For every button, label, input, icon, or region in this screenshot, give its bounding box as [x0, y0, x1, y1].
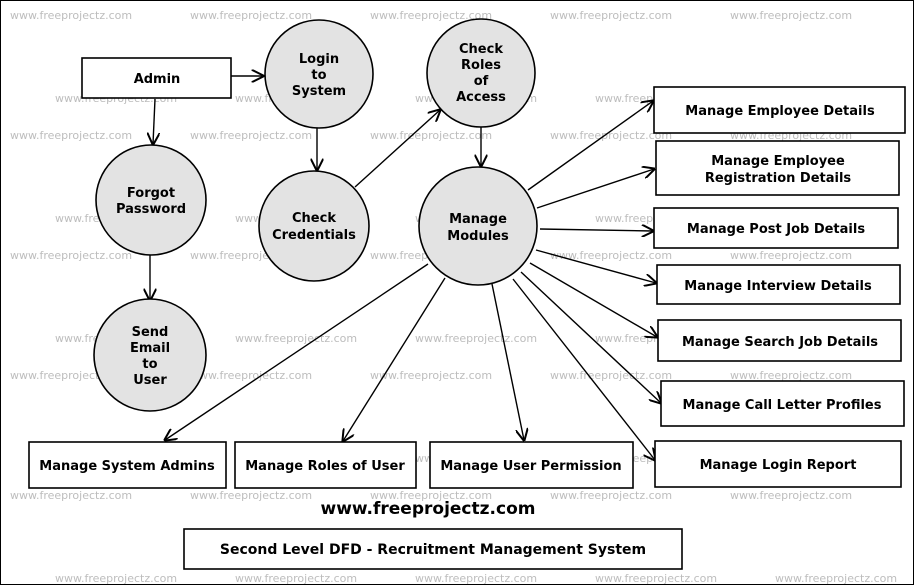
- roles-of-user-entity: Manage Roles of User: [234, 441, 417, 489]
- flow-to-post-job: [539, 229, 653, 231]
- employee-details-entity: Manage Employee Details: [653, 86, 906, 134]
- watermark-text: www.freeprojectz.com: [550, 249, 672, 262]
- manage-modules-label-1: Manage: [449, 212, 507, 227]
- site-url-text: www.freeprojectz.com: [321, 499, 536, 519]
- send-email-label-4: User: [133, 373, 167, 388]
- watermark-text: www.freeprojectz.com: [235, 572, 357, 585]
- check-credentials-label-1: Check: [292, 211, 336, 226]
- watermark-text: www.freeprojectz.com: [10, 9, 132, 22]
- call-letter-entity: Manage Call Letter Profiles: [660, 380, 905, 427]
- check-roles-label-4: Access: [456, 90, 506, 105]
- send-email-label-2: Email: [130, 341, 170, 356]
- flow-to-interview: [535, 249, 656, 283]
- login-report-label: Manage Login Report: [700, 458, 857, 473]
- employee-registration-label-2: Registration Details: [705, 171, 852, 186]
- check-roles-label-2: Roles: [461, 58, 501, 73]
- title-box: Second Level DFD - Recruitment Managemen…: [183, 528, 683, 570]
- flow-to-roles-of-user: [343, 277, 446, 441]
- watermark-text: www.freeprojectz.com: [730, 9, 852, 22]
- check-credentials-label-2: Credentials: [272, 228, 356, 243]
- flow-check-roles: [354, 110, 440, 188]
- watermark-text: www.freeprojectz.com: [190, 489, 312, 502]
- watermark-text: www.freeprojectz.com: [370, 129, 492, 142]
- manage-modules-label-2: Modules: [447, 229, 509, 244]
- watermark-text: www.freeprojectz.com: [415, 572, 537, 585]
- manage-modules-process: Manage Modules: [418, 166, 538, 286]
- employee-registration-label-1: Manage Employee: [711, 154, 845, 169]
- system-admins-label: Manage System Admins: [39, 459, 215, 474]
- call-letter-label: Manage Call Letter Profiles: [683, 398, 882, 413]
- user-permission-label: Manage User Permission: [440, 459, 621, 474]
- post-job-label: Manage Post Job Details: [687, 222, 865, 237]
- flows: [150, 76, 661, 460]
- watermark-text: www.freeprojectz.com: [10, 489, 132, 502]
- login-label-3: System: [292, 84, 346, 99]
- post-job-entity: Manage Post Job Details: [653, 207, 899, 249]
- login-label-2: to: [311, 68, 326, 83]
- interview-label: Manage Interview Details: [684, 279, 872, 294]
- send-email-label-3: to: [142, 357, 157, 372]
- watermark-text: www.freeprojectz.com: [730, 489, 852, 502]
- send-email-process: Send Email to User: [93, 298, 207, 412]
- interview-entity: Manage Interview Details: [656, 264, 901, 305]
- watermark-text: www.freeprojectz.com: [370, 9, 492, 22]
- flow-to-employee-details: [527, 101, 653, 191]
- send-email-label-1: Send: [132, 325, 169, 340]
- check-credentials-process: Check Credentials: [258, 170, 370, 282]
- watermark-text: www.freeprojectz.com: [550, 129, 672, 142]
- roles-of-user-label: Manage Roles of User: [245, 459, 405, 474]
- watermark-text: www.freeprojectz.com: [775, 572, 897, 585]
- flow-to-call-letter: [520, 271, 661, 403]
- employee-registration-entity: Manage Employee Registration Details: [655, 140, 900, 196]
- employee-details-label: Manage Employee Details: [685, 104, 875, 119]
- watermark-text: www.freeprojectz.com: [550, 489, 672, 502]
- check-roles-label-3: of: [474, 74, 489, 89]
- flow-admin-forgot: [153, 98, 155, 144]
- watermark-text: www.freeprojectz.com: [370, 489, 492, 502]
- watermark-text: www.freeprojectz.com: [190, 9, 312, 22]
- flow-to-login-report: [512, 278, 655, 460]
- login-label-1: Login: [299, 52, 339, 67]
- admin-label: Admin: [134, 72, 181, 87]
- watermark-text: www.freeprojectz.com: [10, 249, 132, 262]
- watermark-text: www.freeprojectz.com: [730, 369, 852, 382]
- watermark-text: www.freeprojectz.com: [730, 249, 852, 262]
- watermark-text: www.freeprojectz.com: [55, 572, 177, 585]
- login-report-entity: Manage Login Report: [654, 440, 902, 488]
- admin-entity: Admin: [81, 57, 232, 99]
- watermark-text: www.freeprojectz.com: [550, 9, 672, 22]
- forgot-password-process: Forgot Password: [95, 144, 207, 256]
- flow-to-search-job: [529, 262, 657, 337]
- diagram-title: Second Level DFD - Recruitment Managemen…: [220, 542, 646, 558]
- user-permission-entity: Manage User Permission: [429, 441, 634, 489]
- search-job-label: Manage Search Job Details: [682, 335, 878, 350]
- forgot-label-2: Password: [116, 202, 186, 217]
- search-job-entity: Manage Search Job Details: [657, 319, 902, 362]
- watermark-text: www.freeprojectz.com: [10, 129, 132, 142]
- flow-to-user-permission: [491, 283, 524, 440]
- watermark-text: www.freeprojectz.com: [370, 369, 492, 382]
- watermark-text: www.freeprojectz.com: [190, 369, 312, 382]
- flow-to-system-admins: [165, 263, 429, 440]
- watermark-text: www.freeprojectz.com: [190, 129, 312, 142]
- forgot-label-1: Forgot: [127, 186, 175, 201]
- watermark-text: www.freeprojectz.com: [235, 332, 357, 345]
- check-roles-label-1: Check: [459, 42, 503, 57]
- check-roles-process: Check Roles of Access: [426, 18, 536, 128]
- watermark-text: www.freeprojectz.com: [550, 369, 672, 382]
- watermark-text: www.freeprojectz.com: [415, 332, 537, 345]
- system-admins-entity: Manage System Admins: [28, 441, 227, 489]
- watermark-text: www.freeprojectz.com: [595, 572, 717, 585]
- login-process: Login to System: [264, 19, 374, 129]
- flow-to-employee-registration: [536, 169, 654, 209]
